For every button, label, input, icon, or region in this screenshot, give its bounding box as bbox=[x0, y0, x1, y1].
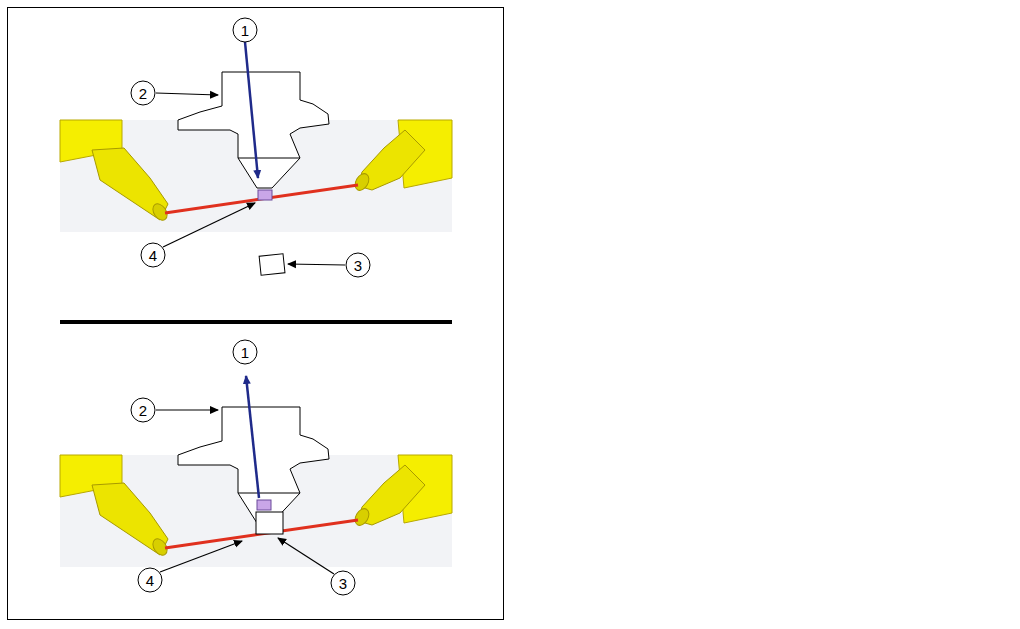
callout-number: 4 bbox=[146, 573, 154, 588]
callout-number: 3 bbox=[354, 258, 362, 273]
callout-number: 1 bbox=[241, 23, 249, 38]
callout-number: 2 bbox=[139, 86, 147, 101]
callout-number: 1 bbox=[241, 345, 249, 360]
callout-number: 2 bbox=[139, 403, 147, 418]
callout-number: 4 bbox=[149, 248, 157, 263]
callout-number: 3 bbox=[339, 576, 347, 591]
